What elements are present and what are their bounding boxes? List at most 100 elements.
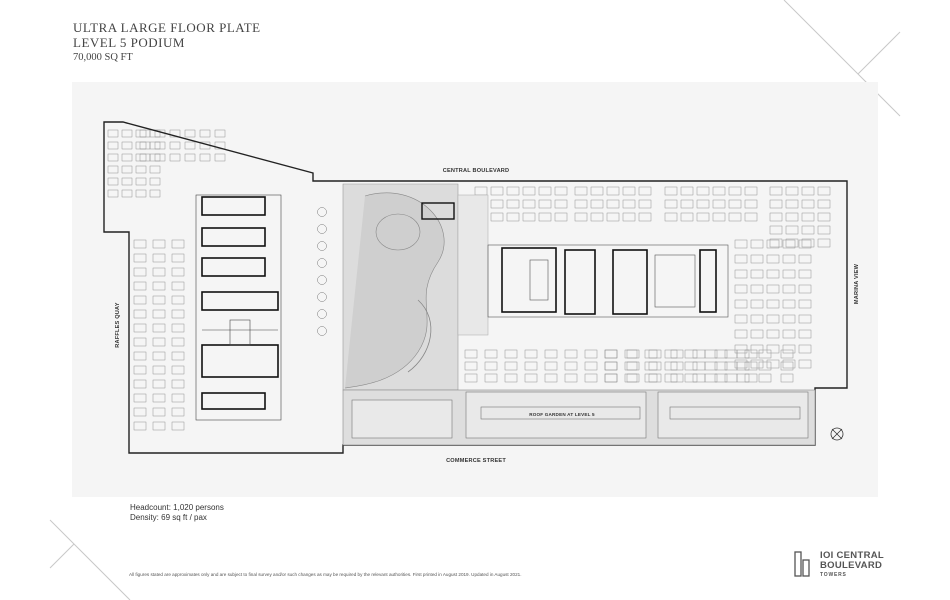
desk — [522, 199, 536, 209]
desk — [680, 186, 694, 196]
desk — [780, 349, 794, 359]
desk — [484, 361, 498, 371]
desk — [766, 299, 780, 309]
desk — [769, 186, 783, 196]
desk — [152, 379, 166, 389]
desk — [750, 314, 764, 324]
desk — [133, 379, 147, 389]
desk — [490, 212, 504, 222]
desk — [524, 349, 538, 359]
desk — [152, 393, 166, 403]
desk — [139, 141, 151, 150]
desk — [734, 254, 748, 264]
atrium-core — [421, 202, 455, 220]
desk — [214, 141, 226, 150]
logo-line-3: TOWERS — [820, 572, 847, 578]
west-core-partitions — [195, 194, 282, 421]
desk — [750, 254, 764, 264]
desk — [648, 349, 662, 359]
desk — [107, 189, 119, 198]
desk — [606, 186, 620, 196]
desk — [664, 186, 678, 196]
desk — [769, 238, 783, 248]
desk — [766, 269, 780, 279]
round-table — [317, 241, 327, 251]
desk — [171, 281, 185, 291]
desk — [544, 361, 558, 371]
desk — [544, 373, 558, 383]
desk — [464, 373, 478, 383]
desk — [692, 349, 706, 359]
desk — [817, 186, 831, 196]
desk — [801, 199, 815, 209]
desk — [152, 309, 166, 319]
desk — [152, 295, 166, 305]
desk — [626, 349, 640, 359]
desk — [484, 373, 498, 383]
desk — [734, 344, 748, 354]
desk — [798, 344, 812, 354]
desk — [750, 269, 764, 279]
desk — [648, 361, 662, 371]
desk — [554, 199, 568, 209]
desk — [554, 186, 568, 196]
desk — [712, 199, 726, 209]
desk — [758, 373, 772, 383]
desk — [133, 393, 147, 403]
round-table — [317, 309, 327, 319]
desk — [152, 323, 166, 333]
desk — [644, 361, 658, 371]
desk — [766, 344, 780, 354]
desk — [692, 373, 706, 383]
desk — [696, 212, 710, 222]
desk — [171, 379, 185, 389]
desk — [670, 349, 684, 359]
logo-line-1: IOI CENTRAL — [820, 550, 884, 561]
desk — [692, 361, 706, 371]
desk — [590, 199, 604, 209]
desk — [169, 153, 181, 162]
floor-area: 70,000 SQ FT — [73, 52, 133, 63]
desk — [604, 349, 618, 359]
desk — [644, 349, 658, 359]
east-core — [501, 247, 717, 315]
desk — [684, 361, 698, 371]
desk — [817, 238, 831, 248]
desk — [544, 349, 558, 359]
desk — [133, 323, 147, 333]
desk — [638, 186, 652, 196]
desk — [758, 361, 772, 371]
desk — [135, 129, 147, 138]
desk — [133, 309, 147, 319]
desk — [564, 361, 578, 371]
desk — [484, 349, 498, 359]
desk — [638, 212, 652, 222]
round-table — [317, 224, 327, 234]
desk — [626, 373, 640, 383]
desk — [135, 177, 147, 186]
round-table — [317, 207, 327, 217]
desk — [554, 212, 568, 222]
desk — [798, 299, 812, 309]
desk — [133, 365, 147, 375]
desk — [744, 373, 758, 383]
desk — [769, 212, 783, 222]
street-label-east: MARINA VIEW — [854, 263, 860, 304]
east-core-partitions — [487, 244, 729, 318]
desk — [171, 323, 185, 333]
desk — [107, 165, 119, 174]
desk — [734, 284, 748, 294]
desk — [680, 199, 694, 209]
desk — [574, 199, 588, 209]
desk — [734, 239, 748, 249]
desk — [584, 373, 598, 383]
desk — [622, 199, 636, 209]
west-core — [201, 196, 279, 410]
desk — [734, 329, 748, 339]
desk — [648, 373, 662, 383]
round-table — [317, 258, 327, 268]
desk — [782, 254, 796, 264]
desk — [680, 212, 694, 222]
plan-title: ULTRA LARGE FLOOR PLATE — [73, 20, 261, 35]
